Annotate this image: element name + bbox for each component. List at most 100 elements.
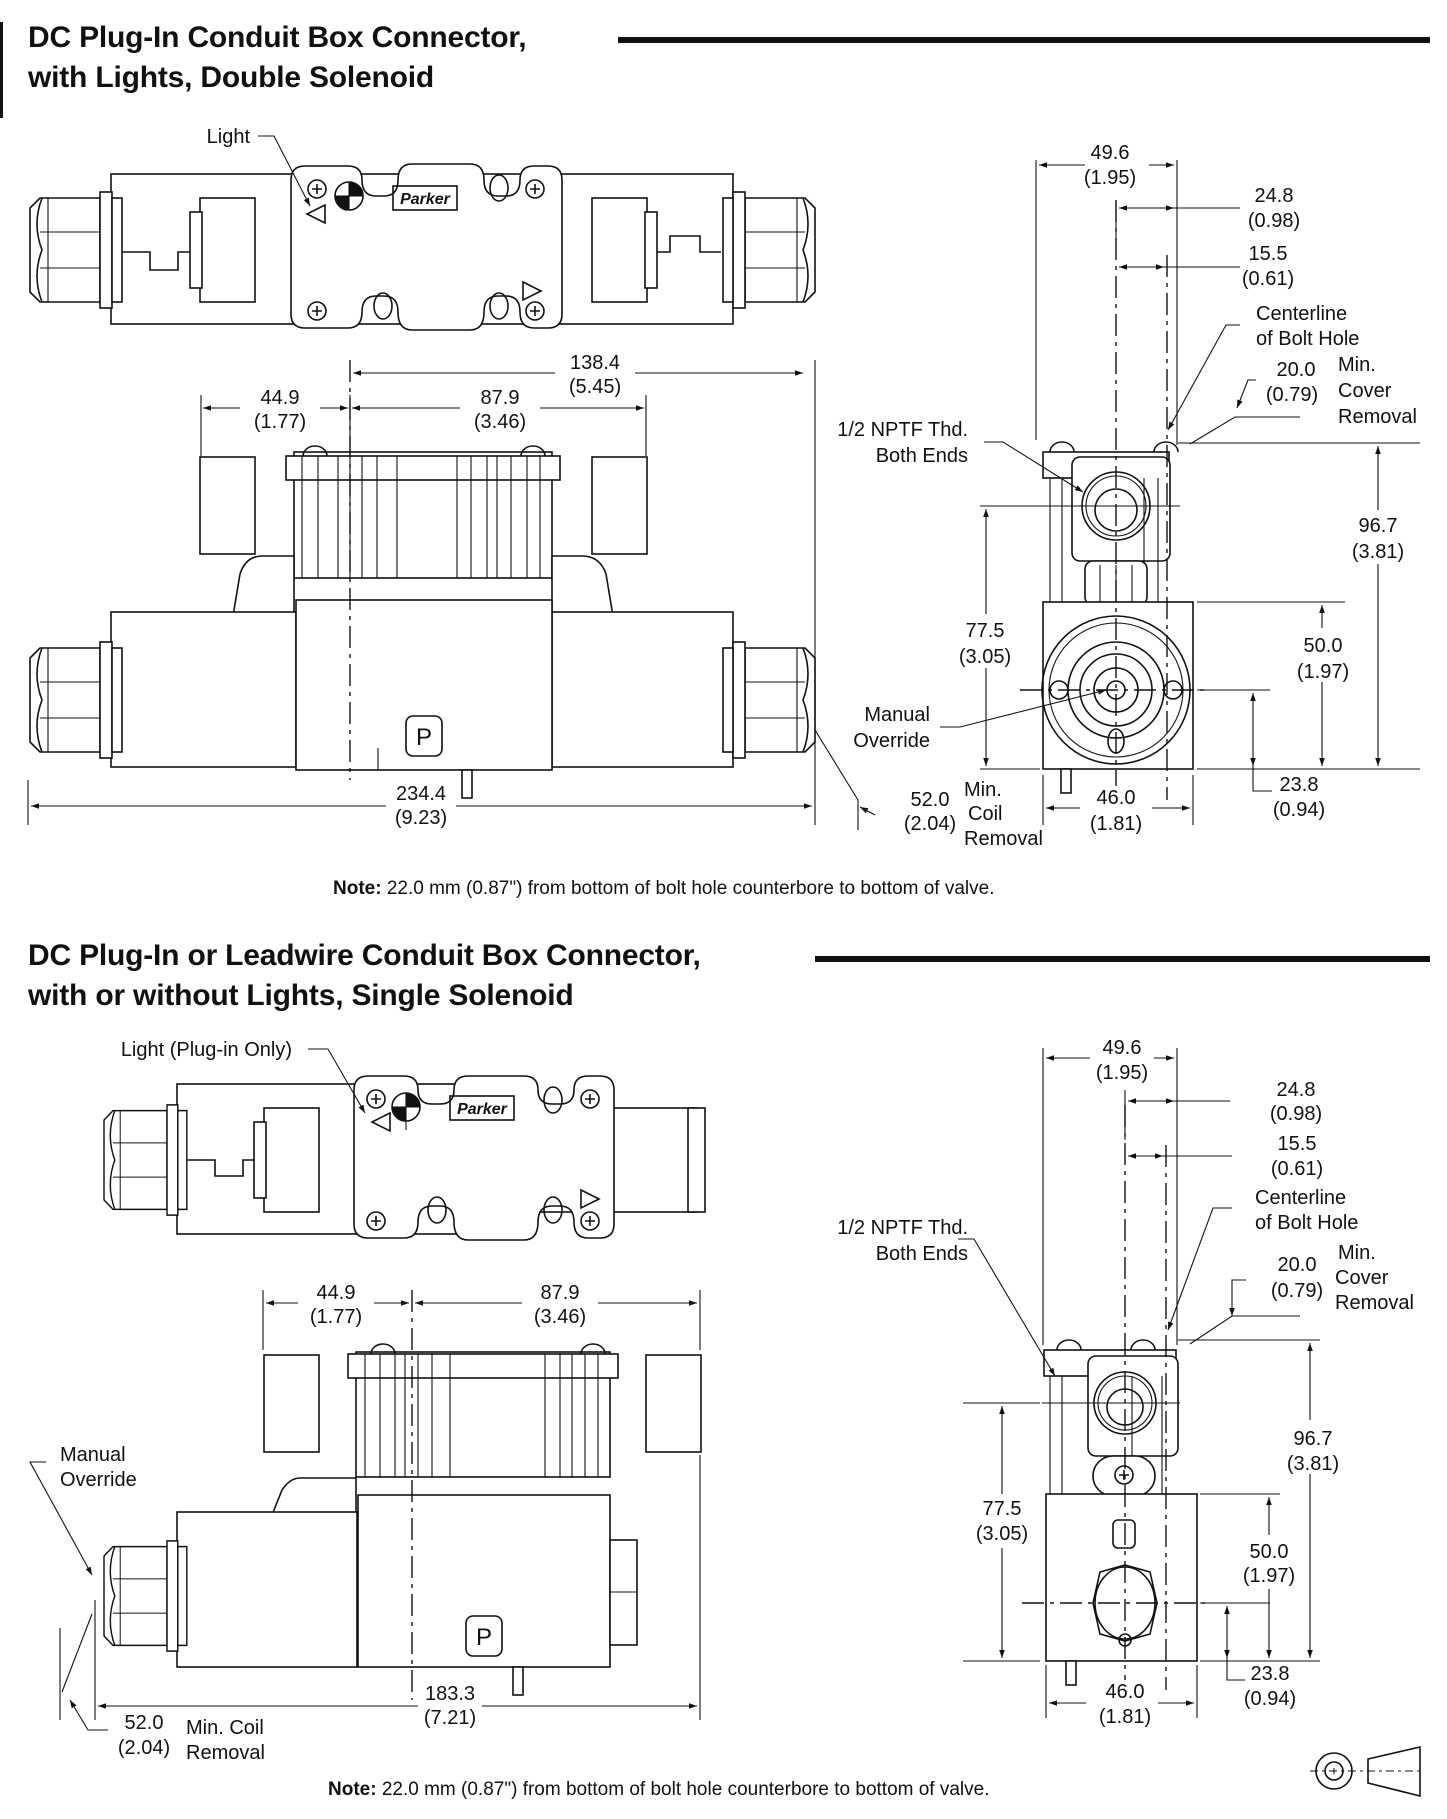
dimension-label: 183.3	[425, 1683, 475, 1705]
section2-note-text: 22.0 mm (0.87") from bottom of bolt hole…	[376, 1779, 990, 1800]
dimension-label: 234.4	[396, 783, 446, 805]
dimension-label: 138.4	[570, 352, 620, 374]
dimension-label: (1.97)	[1243, 1565, 1295, 1587]
drawing-line	[199, 456, 256, 555]
drawing-line	[984, 441, 1084, 493]
drawing-line	[645, 1354, 702, 1453]
drawing-line	[27, 360, 816, 825]
section2-note-label: Note:	[328, 1779, 377, 1800]
drawing-line	[520, 445, 546, 457]
drawing-line	[657, 235, 721, 253]
drawing-line	[461, 769, 473, 799]
dimension-label: (3.46)	[474, 411, 526, 433]
drawing-line	[418, 1684, 482, 1730]
dimension-label: Manual	[60, 1444, 126, 1466]
drawing-line	[1085, 142, 1149, 190]
section2-title-rule	[815, 956, 1430, 962]
dimension-label: (2.04)	[118, 1737, 170, 1759]
drawing-line	[111, 555, 295, 623]
drawing-line	[963, 1339, 1320, 1662]
left-margin-rule	[0, 22, 3, 118]
dimension-label: (0.98)	[1270, 1103, 1322, 1125]
dimension-label: Coil	[968, 803, 1002, 825]
drawing-line	[1045, 1665, 1198, 1718]
drawing-line	[405, 715, 443, 757]
drawing-line	[177, 1477, 357, 1521]
drawing-line	[1345, 510, 1411, 564]
drawing-line	[980, 442, 1420, 770]
dimension-label: Cover	[1335, 1267, 1389, 1289]
dimension-label: 96.7	[1294, 1428, 1333, 1450]
drawing-line	[1049, 478, 1159, 605]
dimension-label: Centerline	[1255, 1187, 1346, 1209]
dimension-label: 46.0	[1097, 787, 1136, 809]
drawing-line	[103, 1540, 188, 1652]
drawing-line	[1060, 768, 1072, 794]
section1-title-line2: with Lights, Double Solenoid	[28, 61, 435, 94]
drawing-line	[187, 1159, 254, 1177]
section1-side-view: 49.6 (1.95) 24.8 (0.98) 15.5 (0.61) Cent…	[837, 142, 1420, 836]
drawing-line	[1049, 1376, 1163, 1495]
drawing-line	[489, 174, 509, 202]
dimension-label: (0.94)	[1273, 799, 1325, 821]
drawing-line	[1189, 1315, 1300, 1345]
drawing-line	[298, 1285, 374, 1331]
dimension-label: Removal	[964, 828, 1043, 850]
drawing-line	[392, 1093, 420, 1130]
drawing-line	[591, 197, 648, 303]
section1-top-view: Parker Light	[29, 126, 816, 331]
drawing-line	[722, 641, 816, 759]
drawing-line	[103, 1540, 188, 1652]
drawing-line	[722, 191, 816, 309]
drawing-line	[1042, 1048, 1178, 1345]
dimension-label: 77.5	[966, 620, 1005, 642]
section1-title-line1: DC Plug-In Conduit Box Connector,	[28, 21, 527, 54]
dimension-label: 15.5	[1249, 243, 1288, 265]
drawing-line	[551, 555, 733, 623]
drawing-line	[253, 1121, 267, 1199]
dimension-label: (3.81)	[1287, 1453, 1339, 1475]
dimension-label: (3.81)	[1352, 541, 1404, 563]
drawing-line	[392, 185, 458, 211]
dimension-label: Min.	[1338, 1242, 1376, 1264]
drawing-line	[1045, 1493, 1198, 1662]
drawing-line	[29, 191, 123, 309]
dimension-label: Removal	[1338, 406, 1417, 428]
drawing-line	[1367, 1745, 1421, 1798]
drawing-line	[543, 1086, 563, 1114]
dimension-label: (1.81)	[1090, 813, 1142, 835]
dimension-label: (2.04)	[904, 813, 956, 835]
dimension-label: Override	[853, 730, 930, 752]
dimension-label: Centerline	[1256, 303, 1347, 325]
dimension-label: (1.81)	[1099, 1706, 1151, 1728]
drawing-line	[952, 614, 1018, 668]
dimension-label: Removal	[1335, 1292, 1414, 1314]
left-solenoid	[110, 611, 297, 768]
right-solenoid	[551, 611, 734, 768]
drawing-line	[1236, 1535, 1302, 1589]
drawing-line	[347, 1353, 619, 1379]
section1-front-view: P 138.4 (5.45) 44.9 (1.77) 87.9 (3.46) 2…	[27, 352, 1043, 850]
light-label: Light	[207, 126, 251, 148]
dimension-label: (7.21)	[424, 1707, 476, 1729]
parker-logo: Parker	[400, 191, 451, 208]
drawing-line	[940, 689, 1107, 728]
dimension-label: (0.94)	[1244, 1688, 1296, 1710]
dimension-label: 44.9	[317, 1282, 356, 1304]
dimension-label: of Bolt Hole	[1256, 328, 1359, 350]
p-port-mark: P	[416, 724, 432, 751]
section2-side-view: 49.6 (1.95) 24.8 (0.98) 15.5 (0.61) Cent…	[837, 1037, 1414, 1730]
drawing-line	[285, 455, 561, 481]
section1-title-rule	[618, 37, 1430, 43]
drawing-line	[580, 1188, 601, 1210]
drawing-line	[427, 1196, 447, 1224]
drawing-line	[1167, 1207, 1232, 1331]
drawing-line	[302, 445, 328, 457]
drawing-line	[958, 1238, 1056, 1377]
dimension-label: (0.79)	[1271, 1280, 1323, 1302]
dimension-label: Min.	[1338, 354, 1376, 376]
dimension-label: 46.0	[1106, 1681, 1145, 1703]
dimension-label: (1.95)	[1096, 1062, 1148, 1084]
drawing-line	[722, 641, 816, 759]
dimension-label: Both Ends	[876, 445, 968, 467]
